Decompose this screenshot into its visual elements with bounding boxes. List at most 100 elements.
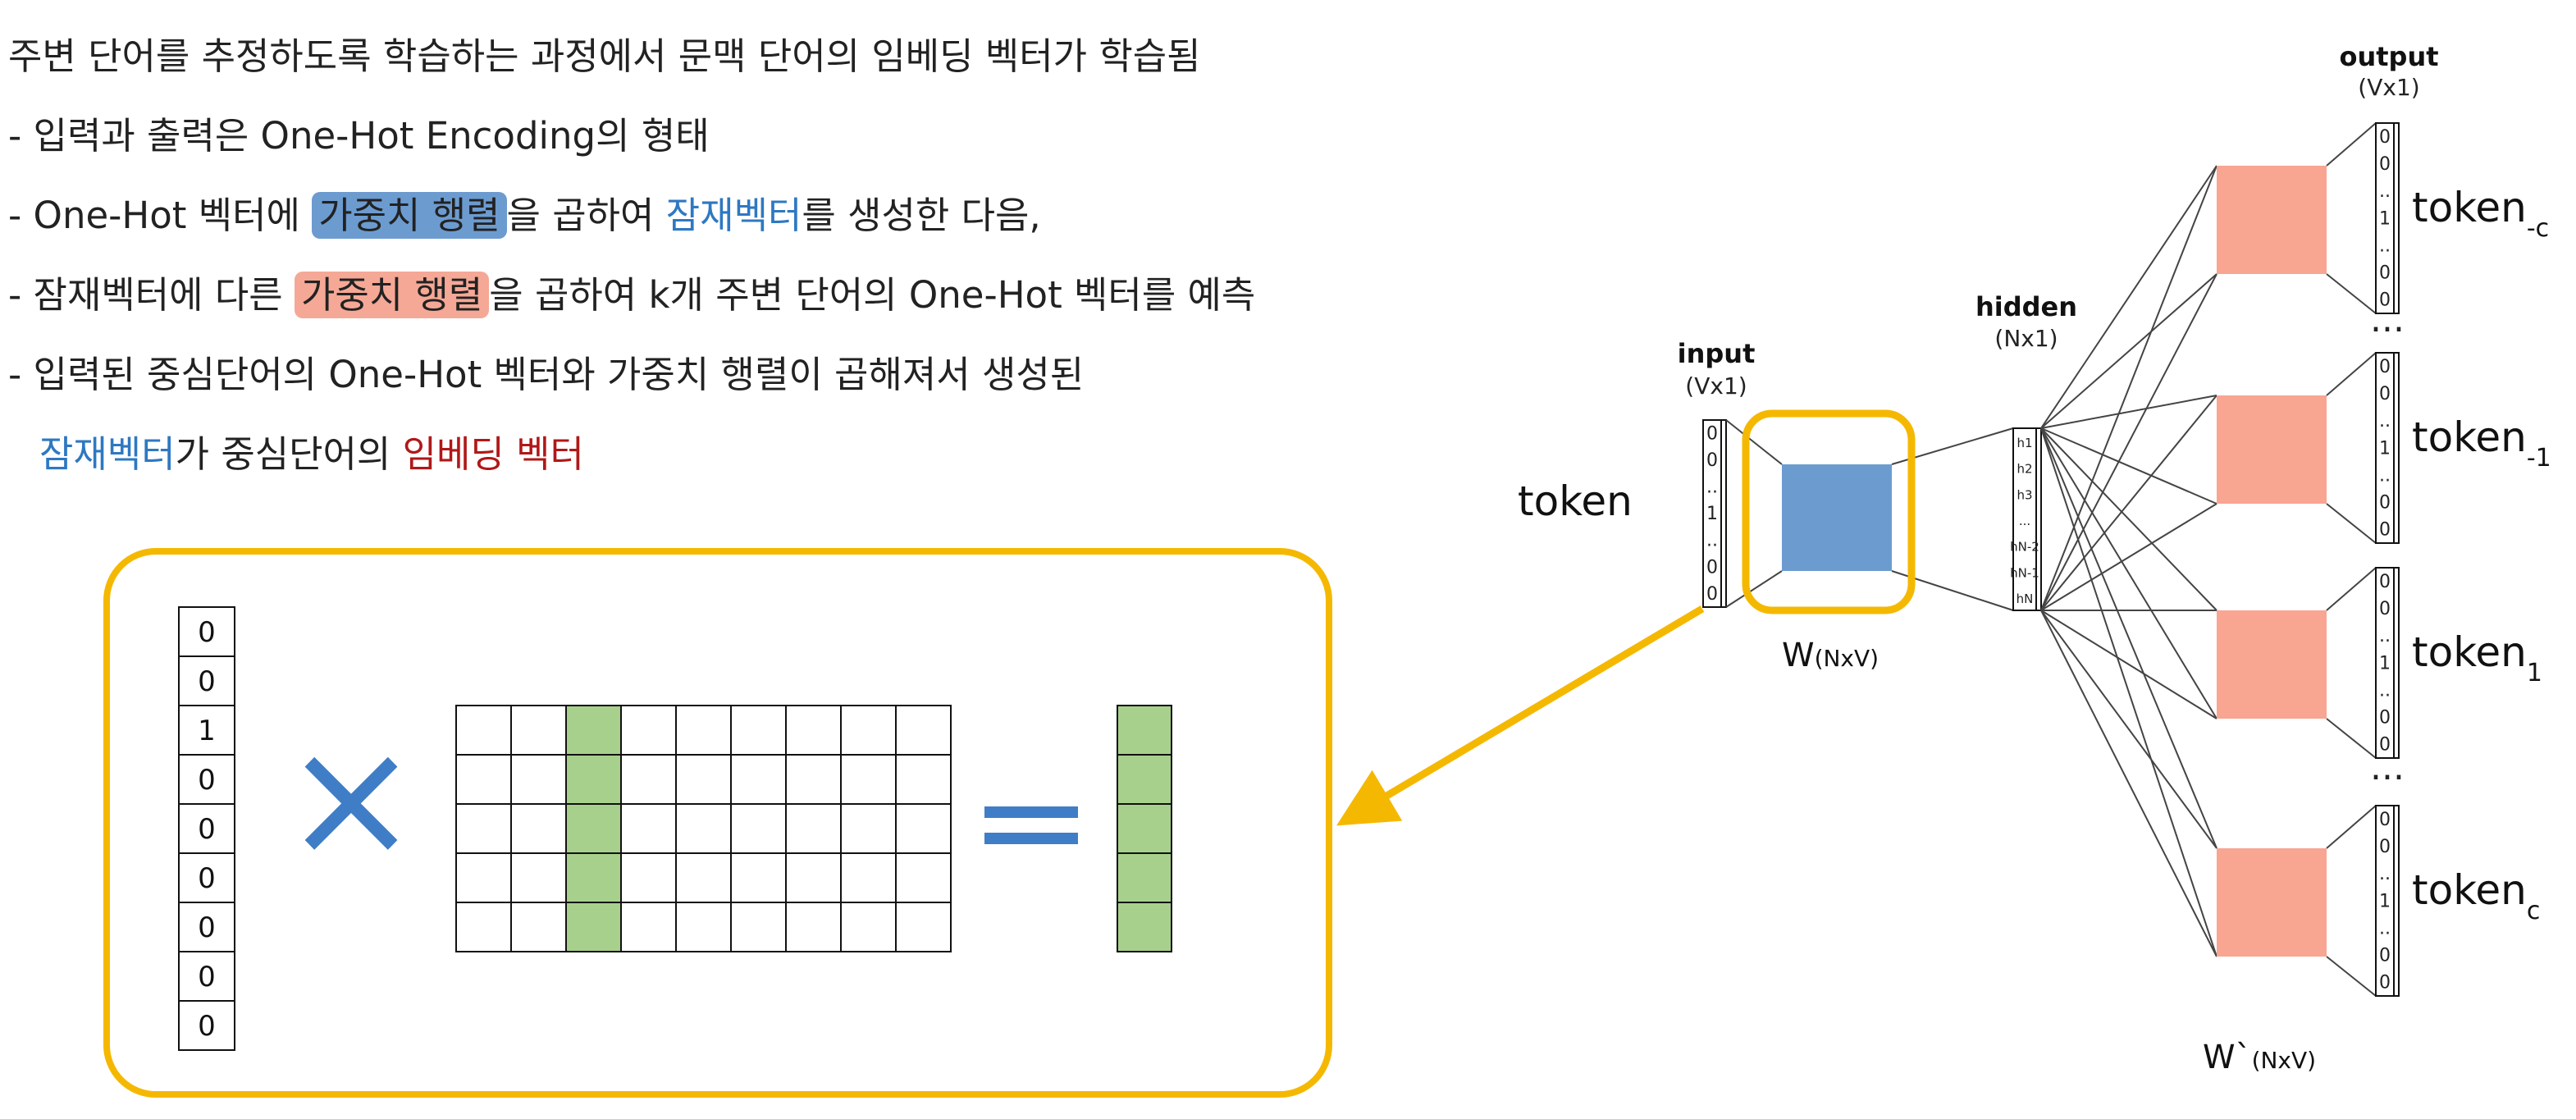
hidden-unit-value: h3: [2016, 487, 2032, 502]
hidden-unit-value: h2: [2016, 462, 2032, 477]
bullet-text: 을 곱하여: [506, 194, 666, 237]
matrix-cell: [510, 852, 567, 903]
input-vector-value: 0: [1706, 423, 1718, 444]
equals-sign: [984, 806, 1078, 844]
output-vector-border: [2375, 352, 2400, 544]
hidden-title: hidden: [1975, 291, 2077, 322]
output-vector-value: 0: [2379, 290, 2391, 311]
matrix-cell: [455, 754, 512, 805]
output-vector-value: ..: [2379, 626, 2391, 646]
bullet-text: - 잠재벡터에 다른: [8, 273, 295, 317]
matrix-cell: [895, 754, 952, 805]
matrix-cell: [455, 902, 512, 952]
matrix-cell: [620, 705, 677, 756]
output-vector-value: 1: [2379, 891, 2391, 911]
matrix-cell-selected: [565, 803, 622, 854]
output-vector: 00..1..00: [2375, 122, 2400, 314]
matrix-cell: [840, 754, 897, 805]
output-vector-value: 0: [2379, 810, 2391, 830]
result-cell: [1117, 754, 1172, 805]
fan-line: [2040, 427, 2217, 719]
w-highlight-frame: [1742, 409, 1916, 614]
output-vector-value: 0: [2379, 154, 2391, 175]
output-title: output: [2339, 41, 2438, 72]
output-dim: (Vx1): [2358, 74, 2419, 101]
zoom-frame: [103, 548, 1332, 1098]
hidden-to-output-lines: [2040, 165, 2217, 957]
bullet-text: 를 생성한 다음,: [802, 194, 1041, 237]
vector-cell: [178, 1000, 235, 1051]
vector-cell-value: 0: [198, 764, 216, 797]
matrix-cell-selected: [565, 852, 622, 903]
bullet-embedding-cont: 잠재벡터가 중심단어의 임베딩 벡터: [8, 414, 1255, 494]
fan-line: [2040, 610, 2217, 849]
fan-line: [2040, 165, 2217, 611]
connector-line: [1725, 419, 1783, 465]
output-vector-border: [2375, 122, 2400, 314]
times-sign: ×: [282, 703, 420, 894]
input-vector-value: ..: [1706, 477, 1718, 498]
result-cell: [1117, 902, 1172, 952]
fan-line: [2040, 427, 2217, 505]
matrix-cell: [840, 705, 897, 756]
matrix-cell: [895, 705, 952, 756]
vector-cell-value: 0: [198, 616, 216, 649]
output-token-label: token-c: [2412, 184, 2549, 243]
w-prime-label: W`(NxV): [2203, 1039, 2316, 1076]
w-prime-matrix-box: [2217, 166, 2327, 274]
input-vector: 00..1..00: [1702, 419, 1727, 608]
matrix-cell: [455, 705, 512, 756]
connector-line: [2326, 273, 2377, 314]
matrix-cell: [785, 902, 842, 952]
matrix-cell: [895, 902, 952, 952]
output-vector-value: ..: [2379, 680, 2391, 701]
output-ellipsis-top: ...: [2370, 299, 2405, 340]
fan-line: [2040, 165, 2217, 429]
connector-line: [2326, 503, 2377, 544]
matrix-cell: [730, 852, 787, 903]
fan-line: [2040, 427, 2217, 611]
matrix-cell: [730, 902, 787, 952]
explanation-text: 주변 단어를 추정하도록 학습하는 과정에서 문맥 단어의 임베딩 벡터가 학습…: [8, 16, 1255, 494]
output-ellipsis-bottom: ...: [2370, 747, 2405, 788]
matrix-cell: [620, 902, 677, 952]
matrix-cell: [675, 803, 732, 854]
output-vector-value: 1: [2379, 653, 2391, 674]
hidden-unit-value: h1: [2016, 436, 2032, 450]
matrix-cell-selected: [565, 902, 622, 952]
matrix-cell: [620, 754, 677, 805]
vector-cell: [178, 754, 235, 805]
fan-line: [2040, 503, 2217, 611]
input-dim: (Vx1): [1685, 372, 1747, 400]
input-vector-value: ..: [1706, 531, 1718, 551]
latent-vector-keyword: 잠재벡터: [39, 432, 176, 476]
output-vector-value: 0: [2379, 520, 2391, 541]
connector-line: [2326, 956, 2377, 997]
w-label: W(NxV): [1782, 637, 1879, 674]
output-vector-value: 0: [2379, 837, 2391, 857]
input-vector-border: [1702, 419, 1727, 608]
input-vector-value: 0: [1706, 450, 1718, 471]
summary-line: 주변 단어를 추정하도록 학습하는 과정에서 문맥 단어의 임베딩 벡터가 학습…: [8, 34, 1201, 78]
hidden-unit-value: hN-1: [2010, 565, 2039, 580]
vector-cell: [178, 951, 235, 1002]
output-vector-value: ..: [2379, 465, 2391, 486]
output-vector-value: 0: [2379, 735, 2391, 756]
vector-cell: [178, 705, 235, 756]
vector-cell-value: 0: [198, 813, 216, 846]
output-vector-border: [2375, 567, 2400, 759]
matrix-cell: [840, 902, 897, 952]
w-matrix-box: [1782, 464, 1892, 571]
connector-line: [1725, 570, 1783, 608]
output-vector-value: ..: [2379, 918, 2391, 939]
connector-line: [2326, 122, 2377, 167]
vector-cell-value: 0: [198, 862, 216, 895]
bullet-text: - One-Hot 벡터에: [8, 194, 313, 237]
fan-line: [2040, 395, 2217, 611]
hidden-unit-value: hN-2: [2010, 540, 2039, 555]
vector-cell-value: 1: [198, 715, 216, 747]
output-vector-value: 0: [2379, 572, 2391, 592]
output-token-label: tokenc: [2412, 866, 2540, 925]
fan-line: [2040, 427, 2217, 957]
